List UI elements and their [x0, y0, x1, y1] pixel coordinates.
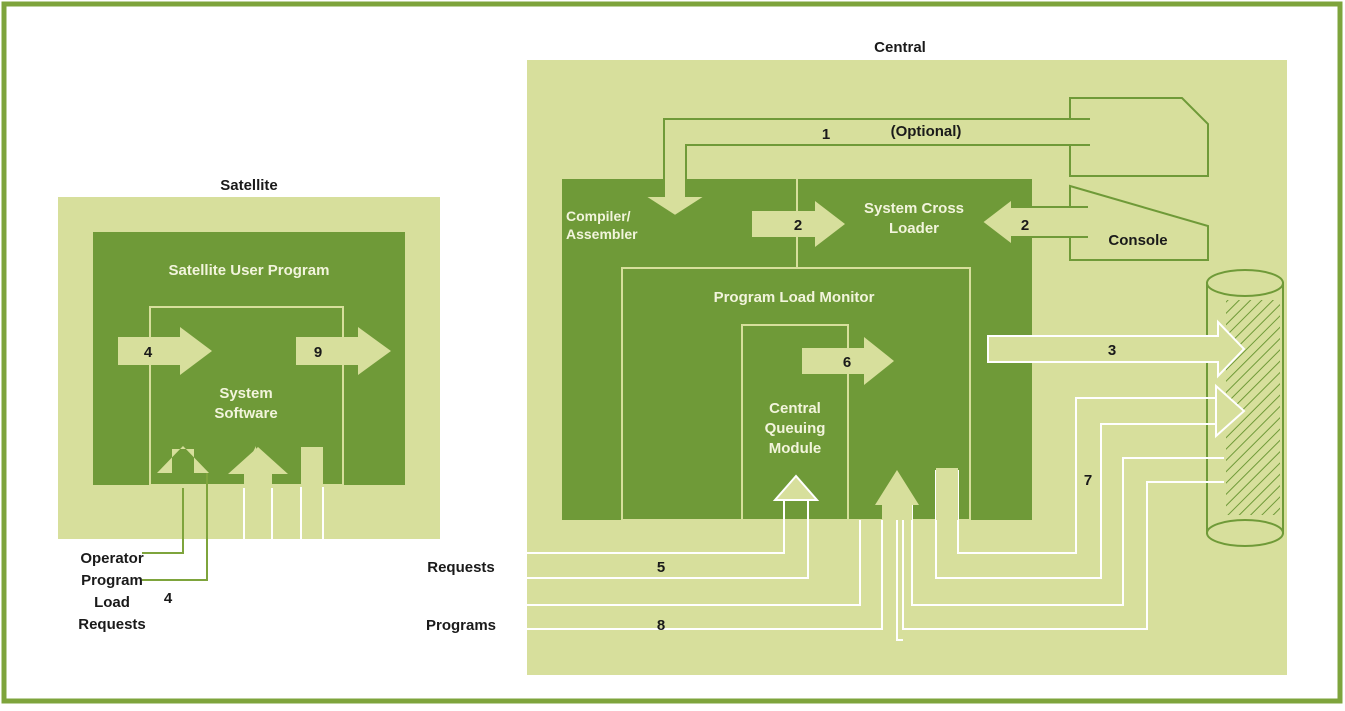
- queuing-label-2: Queuing: [765, 420, 826, 437]
- satellite-user-program-label: Satellite User Program: [169, 262, 330, 279]
- line-programs-2: [243, 488, 883, 630]
- arrow-up-operator: [157, 446, 209, 473]
- compiler-label-1: Compiler/: [566, 208, 631, 224]
- arrow-3-path: [987, 319, 1246, 379]
- optional-label: (Optional): [891, 123, 962, 140]
- arrow-6: [802, 337, 894, 385]
- step-3-label: 3: [1108, 342, 1116, 359]
- line-programs-1: [271, 488, 861, 606]
- step-5-label: 5: [657, 559, 665, 576]
- step-1-label: 1: [822, 126, 830, 143]
- line-7-inner: [935, 423, 1224, 579]
- operator-label-1: Operator: [80, 550, 144, 567]
- central-title: Central: [874, 39, 926, 56]
- disk-drum-top: [1206, 269, 1284, 297]
- step-6-label: 6: [843, 354, 851, 371]
- step-8-label: 8: [657, 617, 665, 634]
- line-requests-2: [300, 487, 809, 579]
- line-operator-1: [142, 488, 184, 554]
- step-2b-label: 2: [1021, 217, 1029, 234]
- operator-label-3: Load: [94, 594, 130, 611]
- arrow-7-head: [1215, 383, 1246, 439]
- line-disk-feed-2: [902, 481, 1224, 630]
- cross-loader-label-2: Loader: [889, 220, 939, 237]
- satellite-title: Satellite: [220, 177, 278, 194]
- system-software-label-2: Software: [214, 405, 277, 422]
- line-operator-2: [142, 473, 208, 581]
- operator-label-4: Requests: [78, 616, 146, 633]
- arrow-up-programs: [228, 447, 288, 488]
- disk-drum-bottom: [1206, 519, 1284, 547]
- console-label: Console: [1108, 232, 1167, 249]
- cross-loader-label-1: System Cross: [864, 200, 964, 217]
- programs-label: Programs: [426, 617, 496, 634]
- arrow-2-right-path: [980, 196, 1088, 248]
- step-4a-label: 4: [144, 344, 153, 361]
- satellite-request-stub: [301, 447, 323, 487]
- arrow-1-path: [640, 118, 1090, 218]
- arrow-4-in: [118, 327, 212, 375]
- step-9-label: 9: [314, 344, 322, 361]
- arrow-9-out: [296, 327, 391, 375]
- queuing-label-3: Module: [769, 440, 822, 457]
- step-4b-label: 4: [164, 590, 173, 607]
- load-monitor-label: Program Load Monitor: [714, 289, 875, 306]
- step-7-label: 7: [1084, 472, 1092, 489]
- system-software-label-1: System: [219, 385, 272, 402]
- monitor-stub: [936, 468, 958, 520]
- queuing-label-1: Central: [769, 400, 821, 417]
- requests-label: Requests: [427, 559, 495, 576]
- arrow-5-head: [772, 474, 820, 501]
- step-2a-label: 2: [794, 217, 802, 234]
- line-disk-feed-1: [911, 457, 1224, 606]
- operator-label-2: Program: [81, 572, 143, 589]
- compiler-label-2: Assembler: [566, 226, 638, 242]
- arrow-8-up: [875, 470, 919, 520]
- card-reader-device: [1069, 97, 1209, 177]
- line-7-outer: [957, 397, 1224, 554]
- line-requests-1: [322, 487, 785, 554]
- arrow-2-left: [752, 201, 845, 247]
- line-programs-3: [896, 520, 903, 641]
